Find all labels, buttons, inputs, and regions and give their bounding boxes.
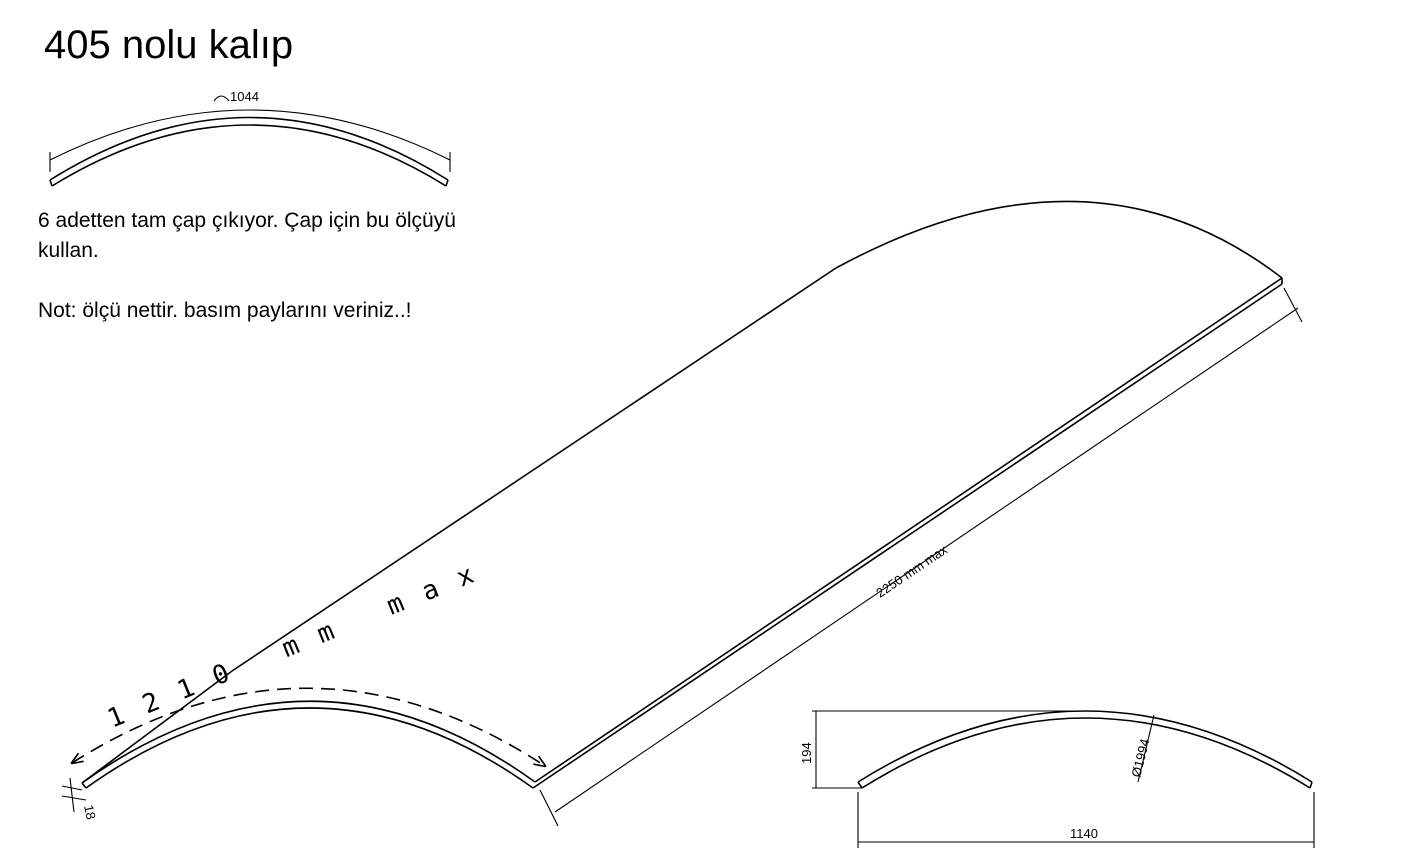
arc-symbol-icon	[213, 95, 230, 102]
height-label: 194	[799, 742, 814, 764]
diameter-label: Ø1994	[1128, 737, 1152, 779]
small-profile: 1044	[49, 89, 451, 187]
bottom-profile: 194 Ø1994 1140	[799, 710, 1315, 848]
arc-length-small-label: 1044	[230, 89, 259, 104]
chord-width-label: 1140	[1070, 826, 1098, 841]
arc-length-big-label: 1210 mm max	[103, 552, 498, 735]
note-allowance: Not: ölçü nettir. basım paylarını verini…	[38, 299, 412, 322]
note-diameter: 6 adetten tam çap çıkıyor. Çap için bu ö…	[38, 209, 456, 262]
isometric-part: 2250 mm max 1210 mm max 18	[61, 200, 1303, 827]
thickness-label: 18	[81, 804, 99, 821]
drawing-title: 405 nolu kalıp	[44, 23, 294, 67]
